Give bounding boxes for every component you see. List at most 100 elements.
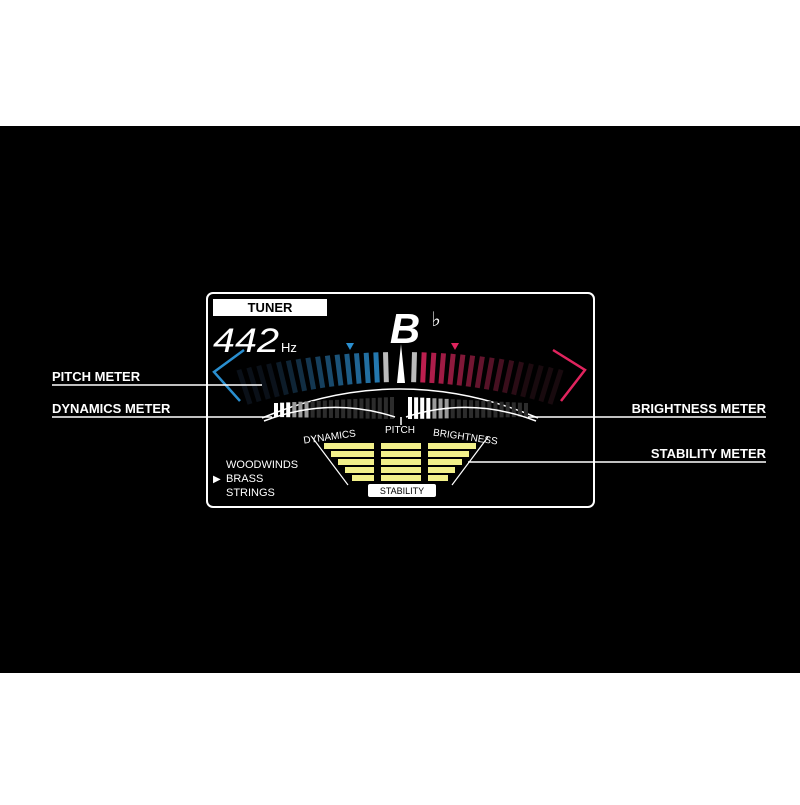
pitch-segment: [236, 368, 253, 405]
stability-meter: [324, 443, 476, 481]
stability-segment: [381, 443, 421, 449]
pitch-bracket-flat: [212, 348, 245, 402]
pitch-segment: [447, 353, 456, 385]
frequency-readout: 442: [213, 322, 279, 360]
pitch-segment: [520, 363, 534, 398]
brightness-segment: [420, 397, 425, 419]
pitch-segment: [465, 355, 476, 387]
dynamics-segment: [298, 401, 303, 418]
selection-marker-icon: ▶: [213, 474, 221, 485]
pitch-segment: [305, 357, 317, 390]
brightness-meter-callout: BRIGHTNESS METER: [632, 401, 767, 416]
stability-segment: [338, 459, 374, 465]
brightness-segment: [456, 399, 461, 419]
dynamics-segment: [316, 400, 321, 418]
pitch-segment: [363, 352, 371, 384]
brightness-segment: [511, 402, 516, 418]
pitch-segment: [324, 355, 335, 387]
instrument-brass: BRASS: [226, 473, 263, 485]
pitch-segment: [456, 354, 466, 386]
pitch-segment: [483, 357, 495, 390]
stability-meter-callout: STABILITY METER: [651, 446, 767, 461]
pitch-meter: [236, 352, 564, 405]
pitch-label: PITCH: [385, 425, 415, 436]
instrument-strings: STRINGS: [226, 487, 275, 499]
stability-segment: [381, 467, 421, 473]
dynamics-segment: [280, 402, 285, 418]
dynamics-segment: [383, 397, 388, 419]
pitch-segment: [411, 352, 417, 383]
stability-segment: [331, 451, 374, 457]
dynamics-segment: [322, 400, 327, 418]
brightness-segment: [517, 402, 522, 418]
stability-segment: [428, 459, 462, 465]
stability-segment: [381, 475, 421, 481]
instrument-woodwinds: WOODWINDS: [226, 459, 298, 471]
pitch-meter-callout: PITCH METER: [52, 369, 141, 384]
pitch-segment: [547, 368, 564, 405]
brightness-segment: [450, 399, 455, 419]
stability-segment: [381, 459, 421, 465]
pitch-segment: [529, 364, 544, 400]
display-frame: [206, 292, 595, 508]
dynamics-segment: [347, 399, 352, 419]
red-triangle-icon: [451, 343, 459, 350]
dynamics-segment: [286, 402, 291, 418]
brightness-segment: [408, 397, 412, 419]
brightness-segment: [462, 399, 467, 419]
pitch-segment: [295, 358, 307, 392]
brightness-segment: [469, 400, 474, 418]
stability-frame: [311, 436, 489, 486]
pitch-bracket-sharp: [552, 348, 587, 402]
pitch-segment: [285, 360, 298, 394]
pitch-segment: [429, 352, 437, 384]
brightness-segment: [426, 397, 431, 419]
needle-icon: [397, 344, 405, 383]
pitch-segment: [538, 366, 554, 403]
tuner-mode-label: TUNER: [248, 300, 293, 315]
tuner-mode-box: [213, 299, 327, 316]
dynamics-segment: [274, 403, 278, 417]
instrument-list: WOODWINDS ▶ BRASS STRINGS: [213, 459, 298, 499]
pitch-segment: [474, 356, 485, 389]
stability-segment: [428, 467, 455, 473]
stability-segment: [352, 475, 374, 481]
stability-label: STABILITY: [380, 486, 424, 496]
pitch-segment: [334, 354, 344, 386]
pitch-segment: [344, 353, 353, 385]
dynamics-segment: [328, 400, 333, 418]
blue-triangle-icon: [346, 343, 354, 350]
dynamics-segment: [365, 398, 370, 419]
stability-segment: [428, 475, 448, 481]
stability-segment: [428, 443, 476, 449]
dynamics-segment: [371, 397, 376, 419]
stability-segment: [345, 467, 374, 473]
brightness-segment: [481, 400, 486, 418]
dynamics-baseline: [263, 406, 396, 422]
pitch-segment: [373, 352, 380, 383]
pitch-segment: [493, 358, 505, 392]
pitch-segment: [511, 361, 524, 396]
stability-label-box: [368, 484, 436, 497]
pitch-segment: [383, 352, 389, 383]
stability-segment: [381, 451, 421, 457]
dynamics-meter-callout: DYNAMICS METER: [52, 401, 171, 416]
brightness-segment: [505, 402, 510, 418]
brightness-segment: [524, 403, 528, 417]
pitch-segment: [256, 364, 271, 400]
note-name: B: [390, 305, 420, 352]
frequency-unit: Hz: [281, 340, 297, 355]
pitch-segment: [353, 353, 362, 384]
pitch-segment: [315, 356, 326, 389]
pitch-segment: [276, 361, 289, 396]
brightness-segment: [475, 400, 480, 418]
pitch-segment: [420, 352, 427, 383]
dynamics-segment: [377, 397, 382, 419]
dynamics-segment: [335, 399, 340, 419]
brightness-segment: [414, 397, 419, 419]
pitch-segment: [502, 360, 515, 394]
pitch-segment: [266, 363, 280, 398]
dynamics-segment: [341, 399, 346, 419]
pitch-segment: [438, 353, 447, 384]
